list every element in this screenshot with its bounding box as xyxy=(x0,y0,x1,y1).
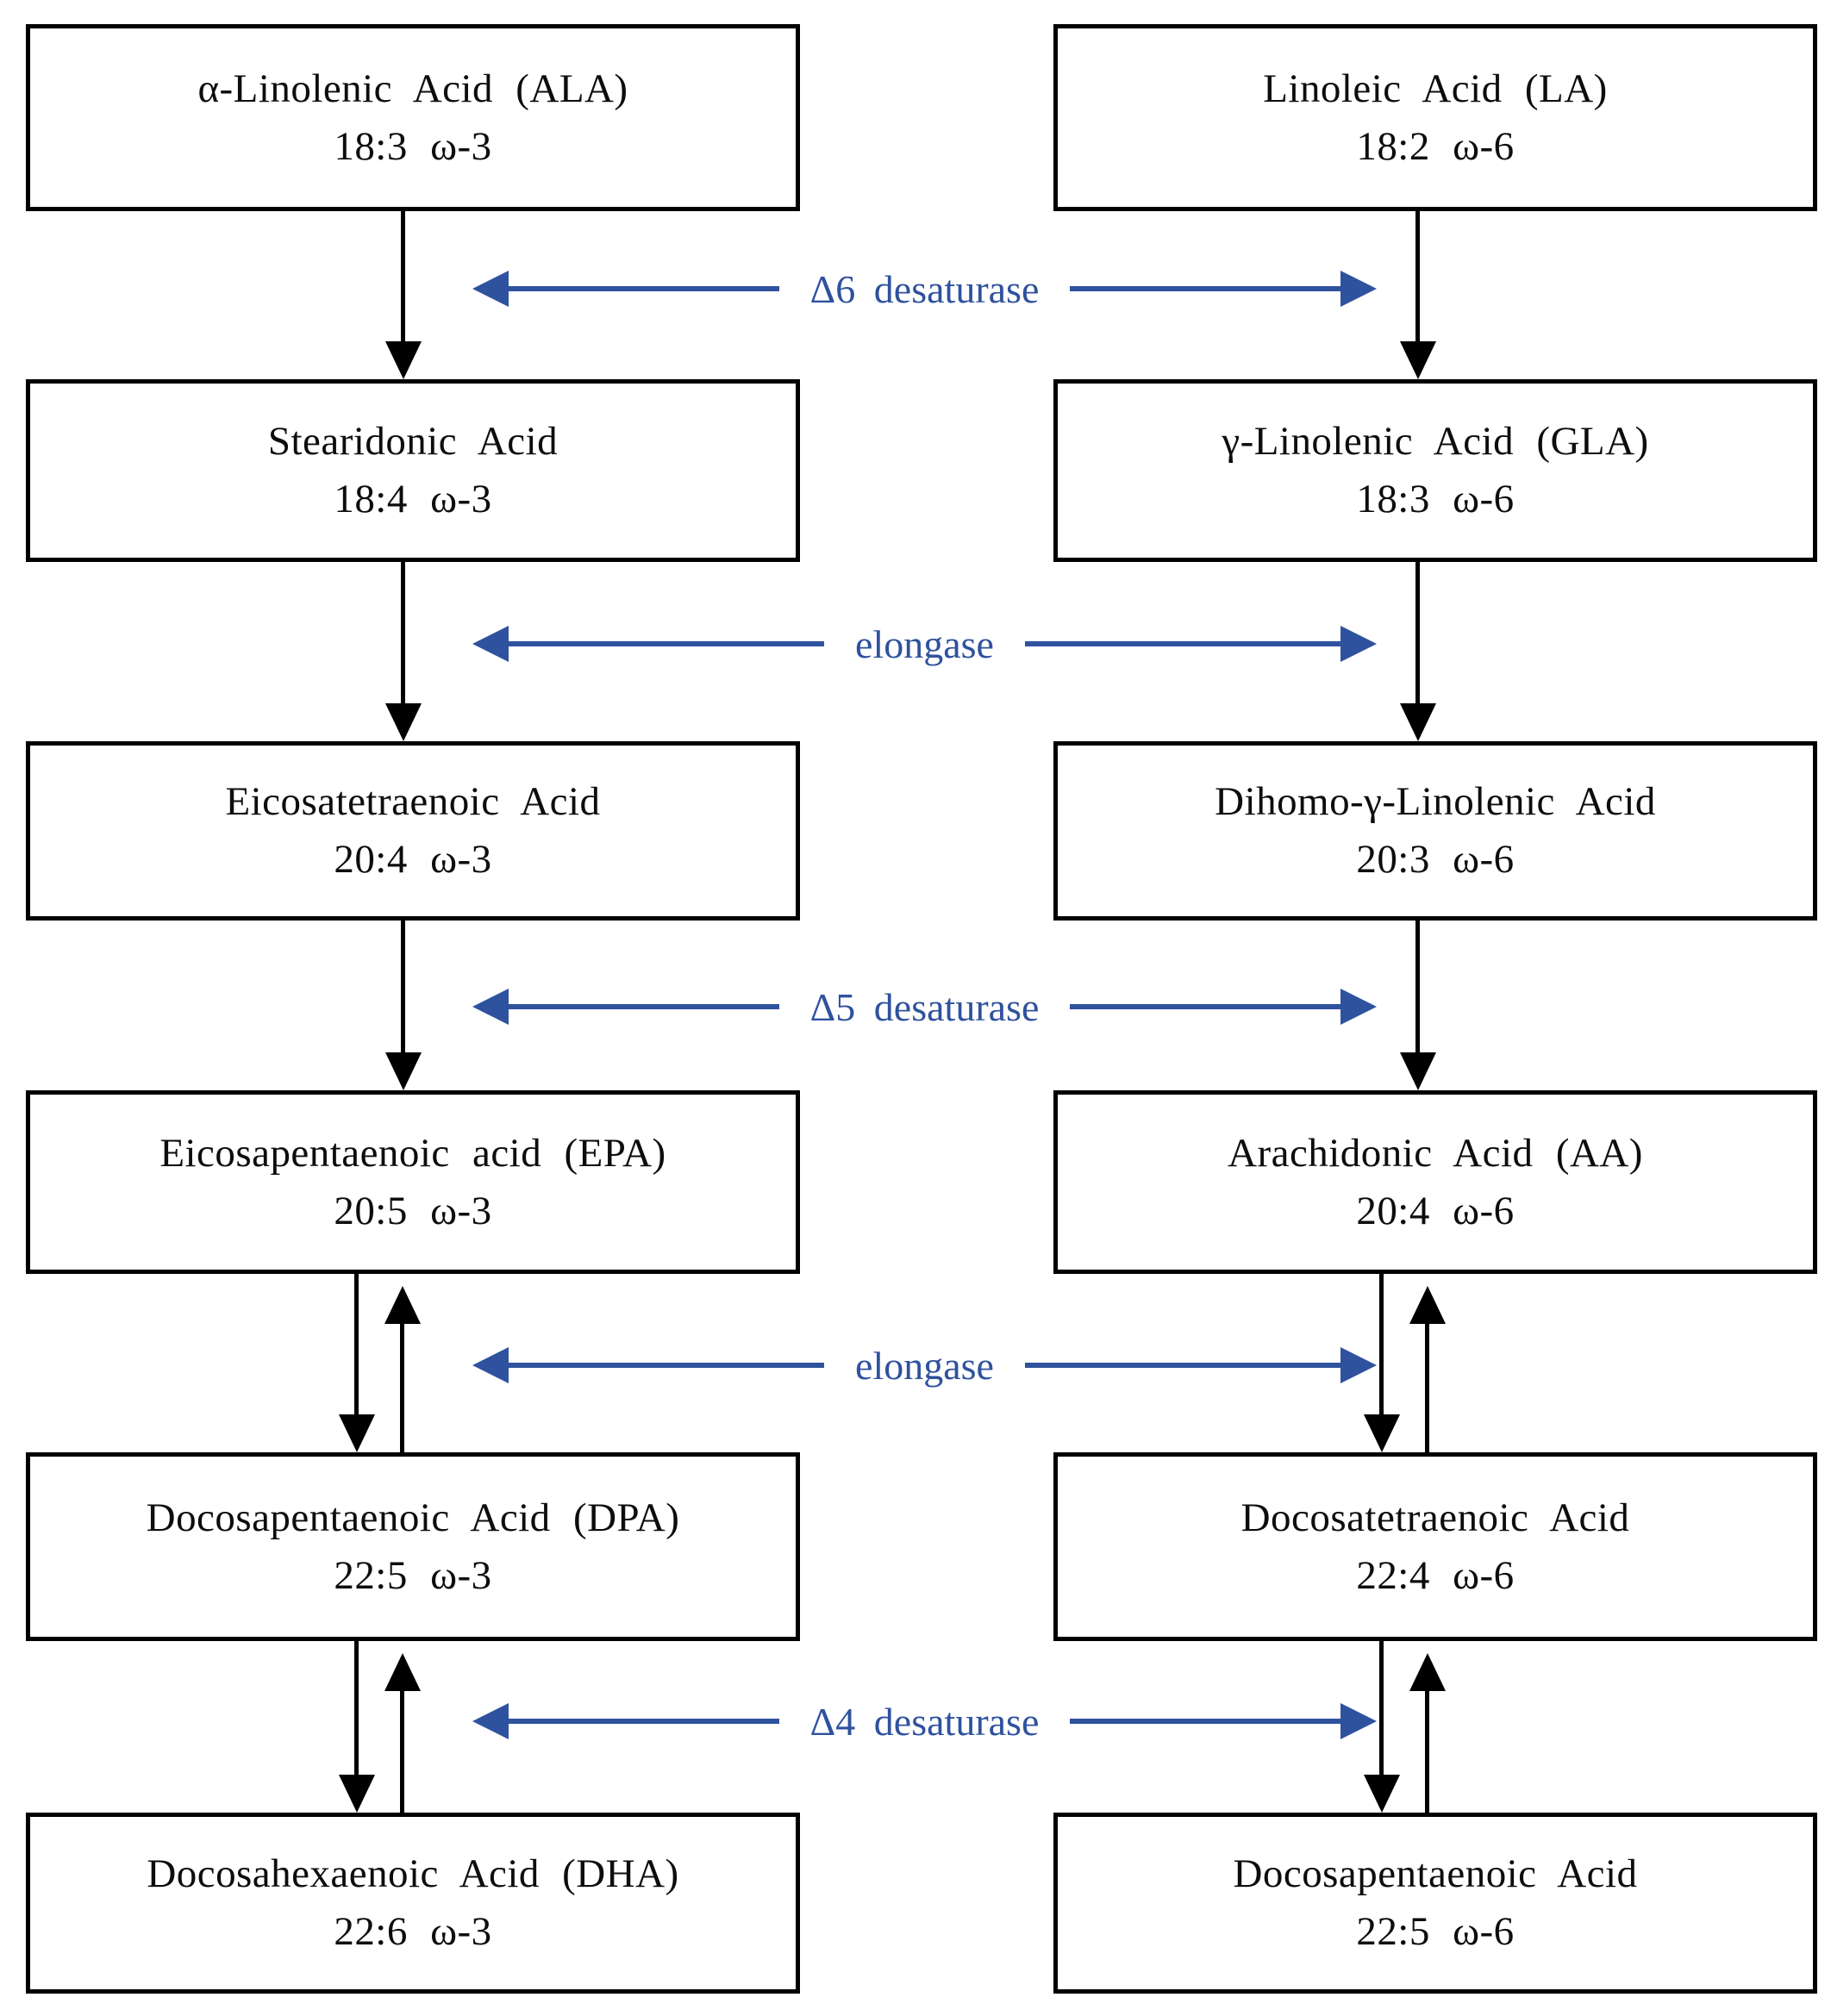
up-arrow-line xyxy=(400,1319,404,1452)
arrow-line xyxy=(509,641,825,646)
node-name: α-Linolenic Acid (ALA) xyxy=(197,66,628,111)
up-arrow-icon xyxy=(1409,1653,1446,1691)
node-name: Docosapentaenoic Acid (DPA) xyxy=(146,1495,680,1540)
arrow-left-icon xyxy=(472,1347,509,1383)
arrow-left-icon xyxy=(472,989,509,1025)
node-gla: γ-Linolenic Acid (GLA) 18:3 ω-6 xyxy=(1053,379,1817,562)
node-formula: 20:4 ω-3 xyxy=(334,837,492,882)
down-arrow-icon xyxy=(385,703,422,741)
enzyme-label: elongase xyxy=(855,621,994,666)
node-formula: 22:5 ω-3 xyxy=(334,1552,492,1598)
node-arachidonic-acid: Arachidonic Acid (AA) 20:4 ω-6 xyxy=(1053,1090,1817,1274)
node-formula: 18:3 ω-6 xyxy=(1356,477,1515,521)
arrow-line xyxy=(1070,286,1340,291)
node-formula: 20:4 ω-6 xyxy=(1356,1188,1515,1233)
down-arrow-line xyxy=(1415,562,1420,708)
enzyme-elongase-1: elongase xyxy=(472,621,1377,666)
arrow-line xyxy=(1024,1363,1340,1368)
up-arrow-icon xyxy=(1409,1286,1446,1324)
arrow-line xyxy=(1070,1004,1340,1009)
enzyme-delta5-desaturase: Δ5 desaturase xyxy=(472,984,1377,1029)
node-formula: 20:3 ω-6 xyxy=(1356,837,1515,882)
up-arrow-line xyxy=(1425,1686,1429,1813)
down-arrow-icon xyxy=(1400,703,1436,741)
node-dpa-omega3: Docosapentaenoic Acid (DPA) 22:5 ω-3 xyxy=(26,1452,800,1641)
down-arrow-icon xyxy=(385,341,422,379)
down-arrow-line xyxy=(1379,1274,1384,1420)
down-arrow-icon xyxy=(339,1775,375,1813)
node-formula: 18:2 ω-6 xyxy=(1356,123,1515,169)
arrow-right-icon xyxy=(1340,1347,1377,1383)
down-arrow-line xyxy=(1415,211,1420,346)
arrow-line xyxy=(509,286,779,291)
node-formula: 20:5 ω-3 xyxy=(334,1188,492,1233)
node-eicosatetraenoic-acid: Eicosatetraenoic Acid 20:4 ω-3 xyxy=(26,741,800,921)
node-name: Docosatetraenoic Acid xyxy=(1240,1495,1630,1540)
node-la: Linoleic Acid (LA) 18:2 ω-6 xyxy=(1053,24,1817,211)
node-name: Stearidonic Acid xyxy=(267,419,559,465)
down-arrow-line xyxy=(354,1641,359,1780)
node-epa: Eicosapentaenoic acid (EPA) 20:5 ω-3 xyxy=(26,1090,800,1274)
enzyme-label: Δ5 desaturase xyxy=(809,984,1040,1029)
arrow-line xyxy=(509,1004,779,1009)
arrow-line xyxy=(1024,641,1340,646)
node-name: Eicosatetraenoic Acid xyxy=(225,779,601,825)
down-arrow-icon xyxy=(339,1414,375,1452)
node-dgla: Dihomo-γ-Linolenic Acid 20:3 ω-6 xyxy=(1053,741,1817,921)
node-name: Docosapentaenoic Acid xyxy=(1233,1851,1638,1897)
node-docosatetraenoic-acid: Docosatetraenoic Acid 22:4 ω-6 xyxy=(1053,1452,1817,1641)
up-arrow-line xyxy=(400,1686,404,1813)
node-name: Eicosapentaenoic acid (EPA) xyxy=(159,1130,666,1176)
arrow-line xyxy=(509,1719,779,1724)
arrow-left-icon xyxy=(472,1703,509,1739)
up-arrow-line xyxy=(1425,1319,1429,1452)
node-name: Docosahexaenoic Acid (DHA) xyxy=(147,1851,679,1897)
node-formula: 22:5 ω-6 xyxy=(1356,1909,1515,1954)
node-dpa-omega6: Docosapentaenoic Acid 22:5 ω-6 xyxy=(1053,1813,1817,1994)
enzyme-elongase-2: elongase xyxy=(472,1343,1377,1388)
enzyme-label: Δ4 desaturase xyxy=(809,1699,1040,1744)
down-arrow-line xyxy=(1379,1641,1384,1780)
down-arrow-line xyxy=(401,562,405,708)
down-arrow-icon xyxy=(1400,1052,1436,1090)
up-arrow-icon xyxy=(384,1286,421,1324)
arrow-right-icon xyxy=(1340,271,1377,307)
down-arrow-icon xyxy=(1364,1414,1400,1452)
down-arrow-line xyxy=(401,211,405,346)
node-name: Dihomo-γ-Linolenic Acid xyxy=(1215,779,1656,825)
node-dha: Docosahexaenoic Acid (DHA) 22:6 ω-3 xyxy=(26,1813,800,1994)
node-name: Arachidonic Acid (AA) xyxy=(1228,1130,1643,1176)
enzyme-delta6-desaturase: Δ6 desaturase xyxy=(472,266,1377,311)
node-name: γ-Linolenic Acid (GLA) xyxy=(1222,419,1649,465)
node-stearidonic-acid: Stearidonic Acid 18:4 ω-3 xyxy=(26,379,800,562)
arrow-right-icon xyxy=(1340,626,1377,662)
up-arrow-icon xyxy=(384,1653,421,1691)
arrow-right-icon xyxy=(1340,1703,1377,1739)
down-arrow-line xyxy=(354,1274,359,1420)
node-formula: 22:6 ω-3 xyxy=(334,1909,492,1954)
down-arrow-line xyxy=(401,921,405,1058)
arrow-line xyxy=(1070,1719,1340,1724)
down-arrow-icon xyxy=(1364,1775,1400,1813)
arrow-left-icon xyxy=(472,626,509,662)
down-arrow-icon xyxy=(1400,341,1436,379)
arrow-right-icon xyxy=(1340,989,1377,1025)
enzyme-label: Δ6 desaturase xyxy=(809,266,1040,311)
node-formula: 18:4 ω-3 xyxy=(334,477,492,521)
arrow-line xyxy=(509,1363,825,1368)
down-arrow-icon xyxy=(385,1052,422,1090)
down-arrow-line xyxy=(1415,921,1420,1058)
node-name: Linoleic Acid (LA) xyxy=(1263,66,1608,111)
node-ala: α-Linolenic Acid (ALA) 18:3 ω-3 xyxy=(26,24,800,211)
enzyme-label: elongase xyxy=(855,1343,994,1388)
enzyme-delta4-desaturase: Δ4 desaturase xyxy=(472,1699,1377,1744)
node-formula: 22:4 ω-6 xyxy=(1356,1552,1515,1598)
node-formula: 18:3 ω-3 xyxy=(334,123,492,169)
arrow-left-icon xyxy=(472,271,509,307)
